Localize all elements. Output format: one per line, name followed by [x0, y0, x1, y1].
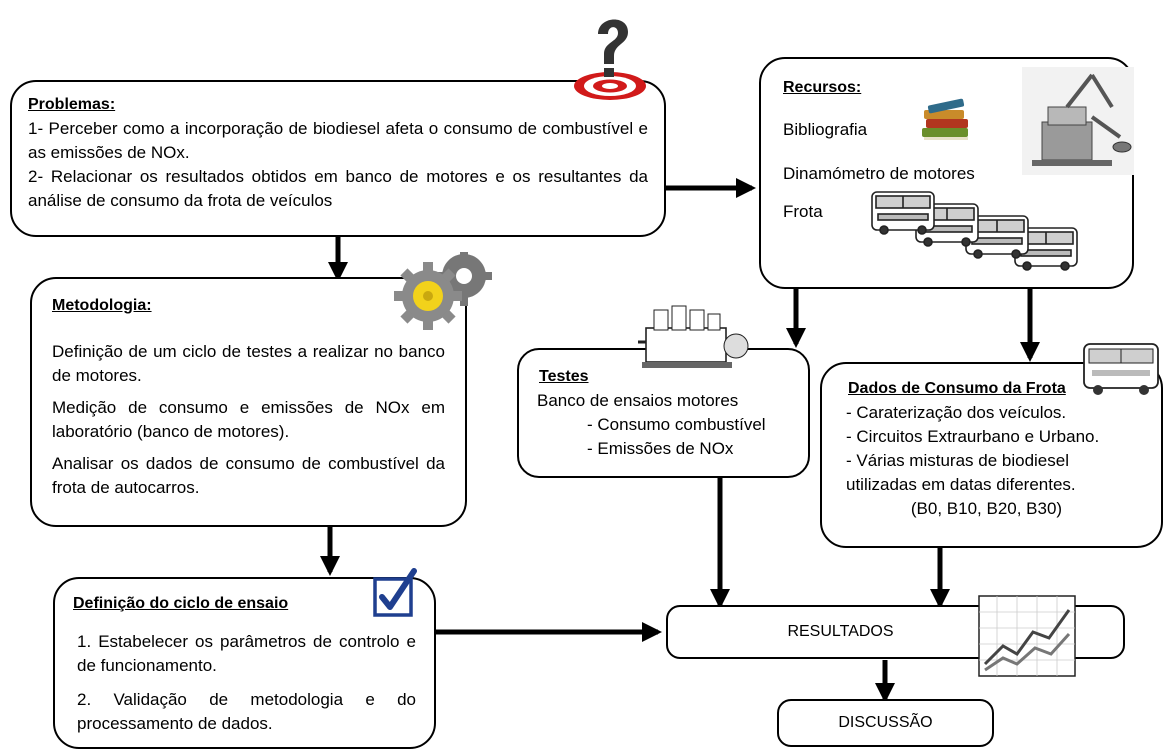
dados-line-1: - Caraterização dos veículos.	[846, 402, 1067, 422]
testes-box: Testes Banco de ensaios motores - Consum…	[517, 348, 810, 478]
recursos-item-frota: Frota	[783, 201, 823, 221]
recursos-item-dinamometro: Dinamómetro de motores	[783, 163, 975, 183]
metodologia-item-2: Medição de consumo e emissões de NOx em …	[52, 397, 445, 442]
engine-icon	[638, 305, 749, 368]
problemas-item-1: 1- Perceber como a incorporação de biodi…	[28, 118, 648, 162]
discussao-label: DISCUSSÃO	[838, 713, 933, 731]
discussao-box: DISCUSSÃO	[777, 699, 994, 747]
gears-icon	[394, 252, 492, 330]
metodologia-item-3: Analisar os dados de consumo de combustí…	[52, 454, 445, 498]
dados-title: Dados de Consumo da Frota	[848, 380, 1066, 397]
checkbox-icon	[373, 568, 417, 617]
metodologia-item-1: Definição de um ciclo de testes a realiz…	[52, 341, 445, 385]
line-chart-icon	[978, 595, 1076, 677]
dados-line-4: (B0, B10, B20, B30)	[910, 499, 1063, 519]
definicao-title: Definição do ciclo de ensaio	[73, 595, 289, 612]
dados-box: Dados de Consumo da Frota - Caraterizaçã…	[820, 362, 1163, 548]
dados-line-2: - Circuitos Extraurbano e Urbano.	[846, 426, 1100, 446]
bus-icon	[1083, 343, 1159, 395]
books-icon	[922, 98, 968, 140]
testes-title: Testes	[539, 368, 589, 385]
problemas-item-2: 2- Relacionar os resultados obtidos em b…	[28, 166, 648, 211]
question-target-icon	[574, 19, 646, 100]
metodologia-title: Metodologia:	[52, 297, 152, 314]
testes-line-2: - Consumo combustível	[587, 414, 766, 434]
recursos-title: Recursos:	[783, 79, 862, 96]
problemas-box: Problemas: 1- Perceber como a incorporaç…	[10, 80, 666, 237]
recursos-item-bibliografia: Bibliografia	[783, 119, 868, 139]
definicao-item-2: 2. Validação de metodologia e do process…	[77, 689, 416, 734]
definicao-item-1: 1. Estabelecer os parâmetros de controlo…	[77, 631, 416, 675]
dados-line-3: - Várias misturas de biodiesel utilizada…	[846, 450, 1076, 495]
testes-line-1: Banco de ensaios motores	[537, 390, 739, 410]
definicao-box: Definição do ciclo de ensaio 1. Estabele…	[53, 577, 436, 749]
dynamometer-icon	[1022, 67, 1134, 175]
bus-fleet-icon	[871, 191, 1078, 271]
metodologia-box: Metodologia: Definição de um ciclo de te…	[30, 277, 467, 527]
resultados-label: RESULTADOS	[787, 622, 894, 640]
testes-line-3: - Emissões de NOx	[587, 438, 734, 458]
problemas-title: Problemas:	[28, 96, 116, 113]
